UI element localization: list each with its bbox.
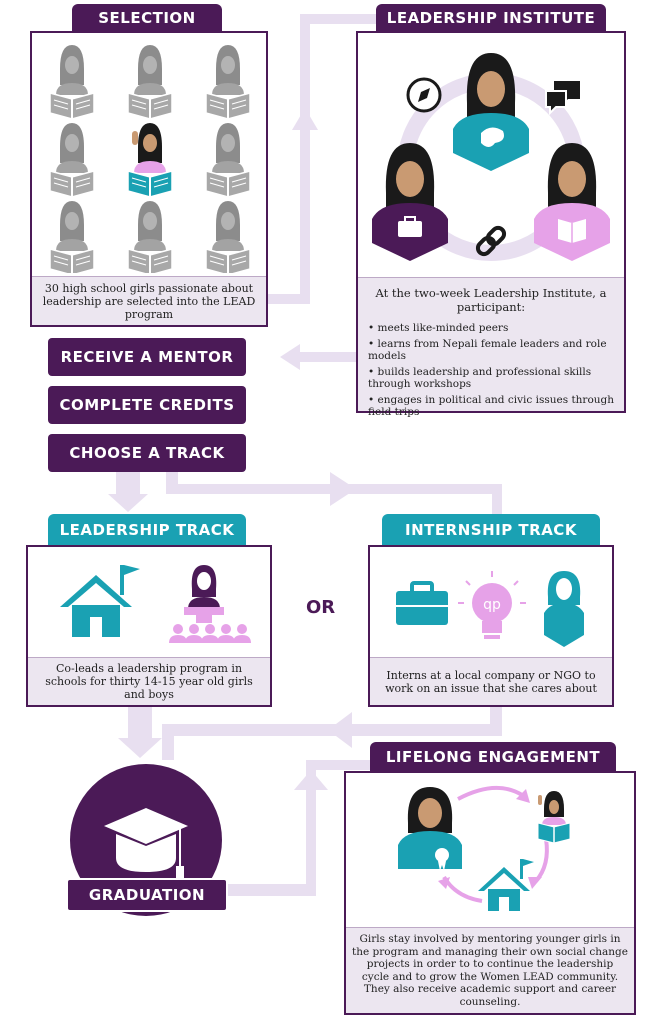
institute-panel: At the two-week Leadership Institute, a … bbox=[356, 31, 626, 418]
institute-caption: At the two-week Leadership Institute, a … bbox=[358, 277, 624, 418]
leadership-track-tab: LEADERSHIP TRACK bbox=[48, 514, 246, 546]
complete-credits-label: COMPLETE CREDITS bbox=[59, 396, 235, 414]
institute-bullet: • engages in political and civic issues … bbox=[368, 393, 615, 419]
institute-bullet: • meets like-minded peers bbox=[368, 322, 509, 334]
institute-bullets: • meets like-minded peers • learns from … bbox=[368, 322, 618, 422]
institute-title: LEADERSHIP INSTITUTE bbox=[386, 9, 596, 27]
receive-mentor-label: RECEIVE A MENTOR bbox=[60, 348, 234, 366]
pink-participant-icon bbox=[534, 143, 610, 261]
lifelong-tab: LIFELONG ENGAGEMENT bbox=[370, 742, 616, 772]
lifelong-panel: Girls stay involved by mentoring younger… bbox=[344, 771, 636, 1015]
lifelong-illustration bbox=[398, 785, 571, 911]
selected-girls-grid-icon bbox=[49, 44, 251, 273]
internship-track-caption: Interns at a local company or NGO to wor… bbox=[370, 657, 612, 705]
institute-bullet: • learns from Nepali female leaders and … bbox=[368, 337, 607, 363]
community-house-icon bbox=[478, 859, 534, 911]
leadership-track-panel: Co-leads a leadership program in schools… bbox=[26, 545, 272, 707]
leadership-track-title: LEADERSHIP TRACK bbox=[59, 521, 235, 539]
purple-participant-icon bbox=[372, 143, 448, 261]
institute-illustration bbox=[372, 53, 610, 261]
mentor-girl-icon bbox=[398, 787, 462, 871]
briefcase-icon bbox=[396, 581, 448, 625]
teacher-with-students-icon bbox=[169, 565, 251, 643]
school-house-icon bbox=[60, 565, 140, 637]
institute-intro: At the two-week Leadership Institute, a … bbox=[375, 286, 607, 314]
teal-participant-icon bbox=[453, 53, 529, 171]
internship-track-panel: qp Interns at a local company or NGO to … bbox=[368, 545, 614, 707]
chat-bubbles-icon bbox=[545, 81, 580, 116]
graduation-label-box: GRADUATION bbox=[66, 878, 228, 912]
or-label: OR bbox=[306, 597, 336, 618]
internship-track-tab: INTERNSHIP TRACK bbox=[382, 514, 600, 546]
graduation-cap-icon bbox=[104, 808, 188, 878]
selection-panel: 30 high school girls passionate about le… bbox=[30, 31, 268, 327]
link-icon bbox=[475, 225, 507, 257]
svg-text:qp: qp bbox=[483, 597, 501, 613]
graduation-label: GRADUATION bbox=[88, 886, 206, 904]
lifelong-title: LIFELONG ENGAGEMENT bbox=[385, 748, 601, 766]
lifelong-caption: Girls stay involved by mentoring younger… bbox=[346, 927, 634, 1013]
internship-track-illustration: qp bbox=[396, 571, 584, 647]
institute-tab: LEADERSHIP INSTITUTE bbox=[376, 4, 606, 32]
leadership-track-illustration bbox=[60, 565, 251, 643]
selection-caption: 30 high school girls passionate about le… bbox=[32, 276, 266, 325]
intern-girl-icon bbox=[544, 571, 584, 647]
receive-mentor-step: RECEIVE A MENTOR bbox=[48, 338, 246, 376]
lightbulb-icon: qp bbox=[458, 571, 526, 639]
selection-title: SELECTION bbox=[98, 9, 196, 27]
complete-credits-step: COMPLETE CREDITS bbox=[48, 386, 246, 424]
internship-track-title: INTERNSHIP TRACK bbox=[405, 521, 577, 539]
institute-bullet: • builds leadership and professional ski… bbox=[368, 365, 592, 391]
compass-icon bbox=[406, 77, 442, 113]
selection-tab: SELECTION bbox=[72, 4, 222, 32]
mentee-girl-icon bbox=[537, 791, 571, 844]
choose-track-step: CHOOSE A TRACK bbox=[48, 434, 246, 472]
leadership-track-caption: Co-leads a leadership program in schools… bbox=[28, 657, 270, 705]
choose-track-label: CHOOSE A TRACK bbox=[69, 444, 225, 462]
